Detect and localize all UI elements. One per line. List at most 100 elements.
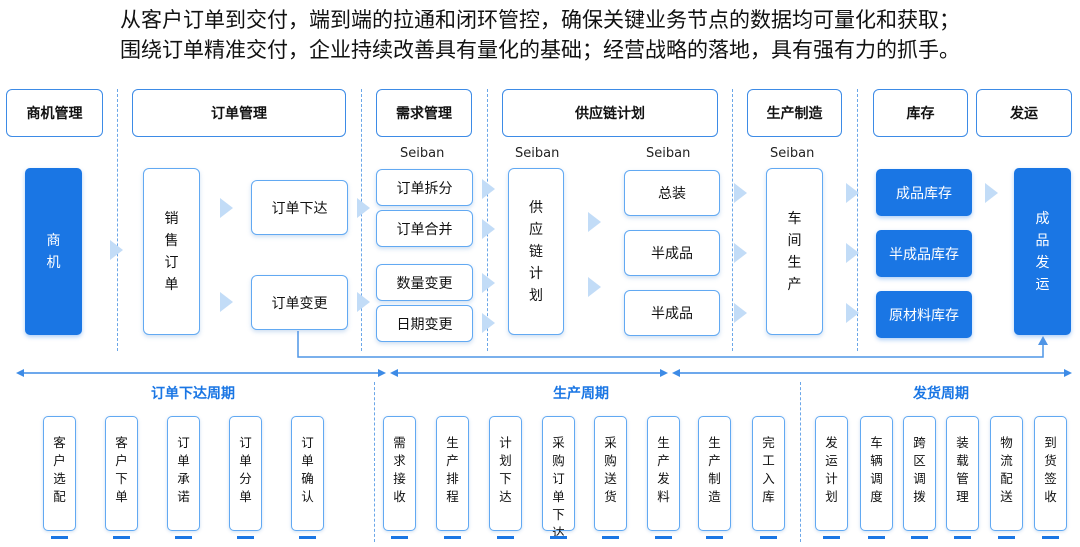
flow-arrow-icon	[588, 212, 601, 232]
step-box: 到货签收	[1034, 416, 1067, 531]
stage-header-order: 订单管理	[132, 89, 346, 137]
workshop-label: 车间生产	[787, 210, 802, 293]
flow-arrow-icon	[220, 292, 233, 312]
step-label: 采购送货	[604, 435, 617, 504]
step-label: 到货签收	[1044, 435, 1057, 504]
step-box: 计划下达	[489, 416, 522, 531]
step-label: 跨区调拨	[913, 435, 926, 504]
period-order-label: 订单下达周期	[151, 386, 235, 402]
stage-header-opportunity: 商机管理	[6, 89, 103, 137]
step-box: 生产排程	[436, 416, 469, 531]
step-label: 物流配送	[1000, 435, 1013, 504]
step-tick	[868, 536, 885, 539]
step-tick	[760, 536, 777, 539]
inventory-finished: 成品库存	[876, 169, 972, 216]
demand-op-qty-change: 数量变更	[376, 264, 473, 301]
step-box: 生产制造	[698, 416, 731, 531]
flow-arrow-icon	[734, 303, 747, 323]
stage-header-production: 生产制造	[747, 89, 842, 137]
step-label: 客户下单	[115, 435, 128, 504]
flow-arrow-icon	[220, 198, 233, 218]
step-label: 订单承诺	[177, 435, 190, 504]
step-box: 客户下单	[105, 416, 138, 531]
step-box: 物流配送	[990, 416, 1023, 531]
step-tick	[391, 536, 408, 539]
order-release-box: 订单下达	[251, 180, 348, 235]
plan-item-assembly: 总装	[624, 170, 720, 216]
seiban-label: Seiban	[400, 146, 445, 161]
shipping-box: 成品发运	[1014, 168, 1071, 335]
separator	[800, 382, 801, 542]
demand-op-date-change: 日期变更	[376, 305, 473, 342]
step-tick	[954, 536, 971, 539]
step-label: 订单分单	[239, 435, 252, 504]
separator	[857, 89, 858, 351]
step-tick	[823, 536, 840, 539]
demand-op-split: 订单拆分	[376, 169, 473, 206]
headline-line-1: 从客户订单到交付，端到端的拉通和闭环管控，确保关键业务节点的数据均可量化和获取；	[120, 8, 960, 32]
seiban-label: Seiban	[770, 146, 815, 161]
step-box: 发运计划	[815, 416, 848, 531]
stage-header-supply-plan: 供应链计划	[502, 89, 718, 137]
stage-header-inventory: 库存	[873, 89, 968, 137]
step-box: 订单确认	[291, 416, 324, 531]
step-tick	[444, 536, 461, 539]
separator	[732, 89, 733, 351]
headline-line-2: 围绕订单精准交付，企业持续改善具有量化的基础；经营战略的落地，具有强有力的抓手。	[120, 38, 960, 62]
step-box: 跨区调拨	[903, 416, 936, 531]
flow-arrow-icon	[482, 313, 495, 333]
separator	[117, 89, 118, 351]
flow-arrow-icon	[846, 183, 859, 203]
inventory-semi: 半成品库存	[876, 230, 972, 277]
step-tick	[655, 536, 672, 539]
demand-op-merge: 订单合并	[376, 210, 473, 247]
step-box: 生产发料	[647, 416, 680, 531]
step-box: 车辆调度	[860, 416, 893, 531]
step-tick	[497, 536, 514, 539]
period-delivery-label: 发货周期	[913, 386, 969, 402]
step-box: 客户选配	[43, 416, 76, 531]
flow-arrow-icon	[482, 219, 495, 239]
flow-arrow-icon	[482, 273, 495, 293]
step-tick	[51, 536, 68, 539]
flow-arrow-icon	[985, 183, 998, 203]
flow-arrow-icon	[357, 292, 370, 312]
step-tick	[113, 536, 130, 539]
step-label: 计划下达	[499, 435, 512, 504]
step-tick	[550, 536, 567, 539]
step-box: 采购送货	[594, 416, 627, 531]
step-label: 客户选配	[53, 435, 66, 504]
flow-arrow-icon	[357, 198, 370, 218]
flow-arrow-icon	[734, 183, 747, 203]
step-label: 生产排程	[446, 435, 459, 504]
step-box: 完工入库	[752, 416, 785, 531]
flow-arrow-icon	[110, 240, 123, 260]
step-tick	[237, 536, 254, 539]
step-box: 订单分单	[229, 416, 262, 531]
plan-item-semi-2: 半成品	[624, 290, 720, 336]
step-label: 装载管理	[956, 435, 969, 504]
step-tick	[911, 536, 928, 539]
workshop-box: 车间生产	[766, 168, 823, 335]
step-label: 车辆调度	[870, 435, 883, 504]
flow-arrow-icon	[734, 243, 747, 263]
period-production-label: 生产周期	[553, 386, 609, 402]
flow-arrow-icon	[846, 243, 859, 263]
step-label: 订单确认	[301, 435, 314, 504]
step-tick	[299, 536, 316, 539]
step-box: 需求接收	[383, 416, 416, 531]
stage-header-demand: 需求管理	[376, 89, 472, 137]
stage-header-shipping: 发运	[976, 89, 1072, 137]
seiban-label: Seiban	[646, 146, 691, 161]
step-box: 采购订单下达	[542, 416, 575, 540]
flow-arrow-icon	[846, 303, 859, 323]
order-change-box: 订单变更	[251, 275, 348, 330]
sales-order-label: 销售订单	[164, 210, 179, 293]
sales-order-box: 销售订单	[143, 168, 200, 335]
step-label: 需求接收	[393, 435, 406, 504]
step-box: 订单承诺	[167, 416, 200, 531]
separator	[374, 382, 375, 542]
step-box: 装载管理	[946, 416, 979, 531]
step-label: 采购订单下达	[552, 435, 565, 540]
shipping-label: 成品发运	[1035, 210, 1050, 293]
